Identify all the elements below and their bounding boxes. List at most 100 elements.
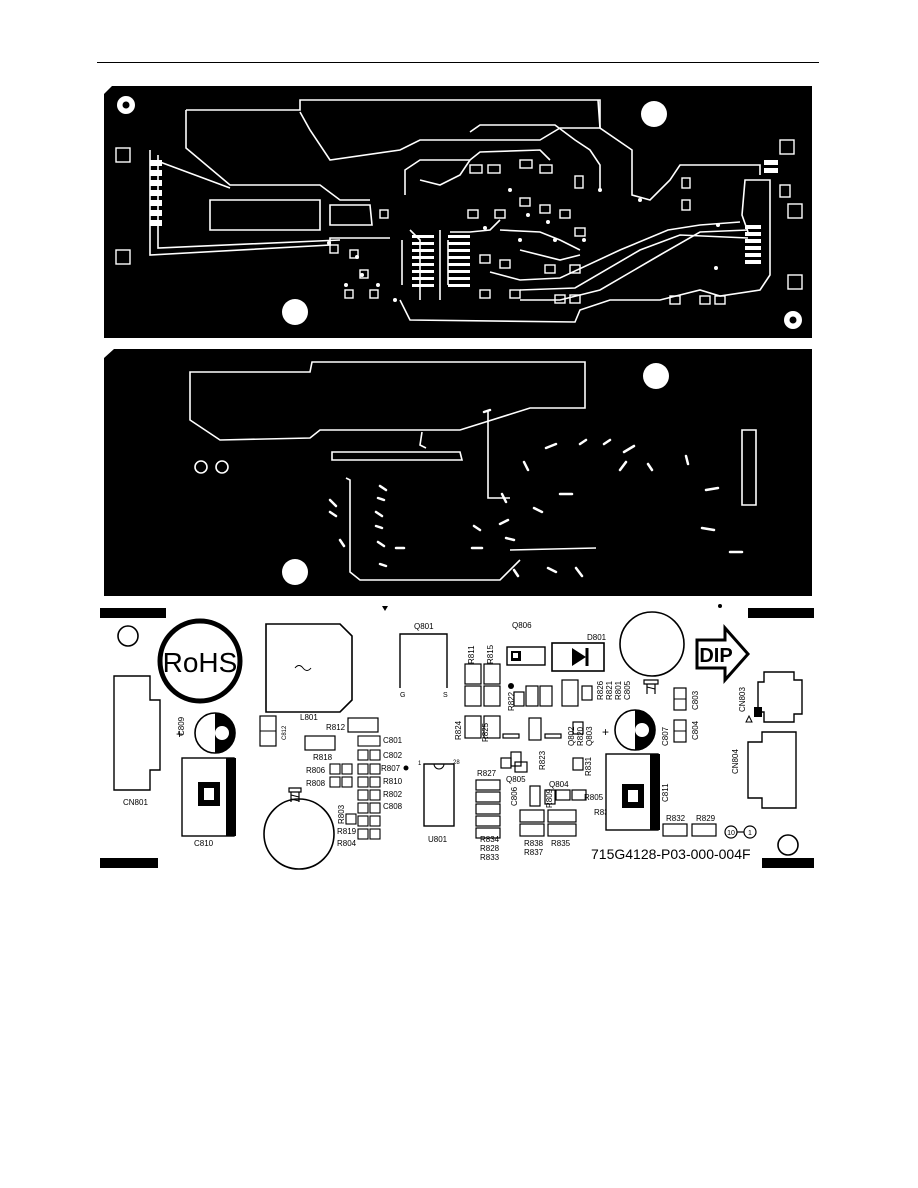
label-c801: C801 <box>383 736 403 745</box>
part-number: 715G4128-P03-000-004F <box>591 846 751 862</box>
dip-arrow-marker: DIP <box>695 624 751 684</box>
label-r809: R809 <box>545 788 554 808</box>
transistor-q801 <box>399 633 448 688</box>
label-u801: U801 <box>428 835 448 844</box>
label-r823: R823 <box>538 750 547 770</box>
label-c811: C811 <box>661 783 670 802</box>
label-r808: R808 <box>306 779 326 788</box>
label-q801-g: G <box>400 692 405 699</box>
label-q802: Q802 <box>567 726 576 746</box>
label-r837: R837 <box>524 848 544 857</box>
label-r827: R827 <box>477 769 497 778</box>
label-c803: C803 <box>691 690 700 710</box>
label-q801: Q801 <box>414 622 434 631</box>
label-r802: R802 <box>383 790 403 799</box>
label-cn801: CN801 <box>123 798 148 807</box>
board-corner-bar <box>748 608 814 618</box>
label-r815: R815 <box>486 644 495 664</box>
screw-icon <box>288 787 302 802</box>
inductor-l801 <box>265 623 353 713</box>
fiducial <box>643 363 669 389</box>
round-component-outline <box>619 611 685 677</box>
resistor-r815 <box>483 663 501 685</box>
label-r819: R819 <box>337 827 357 836</box>
mounting-hole-outline <box>777 834 799 856</box>
label-l801: L801 <box>300 713 318 722</box>
label-r834: R834 <box>480 835 500 844</box>
label-c804: C804 <box>691 720 700 740</box>
resistor-r829 <box>691 823 717 837</box>
label-d801: D801 <box>587 633 607 642</box>
capacitor-c811 <box>605 753 660 831</box>
label-q806: Q806 <box>512 621 532 630</box>
label-q804: Q804 <box>549 780 569 789</box>
page-header-rule <box>97 62 819 63</box>
resistor-r818 <box>304 735 336 751</box>
label-c805: C805 <box>623 680 632 700</box>
label-q805: Q805 <box>506 775 526 784</box>
mounting-hole-outline <box>117 625 139 647</box>
capacitor-c810 <box>181 757 236 837</box>
label-r824: R824 <box>454 720 463 740</box>
label-r833: R833 <box>480 853 500 862</box>
label-cn803: CN803 <box>738 687 747 712</box>
label-r806: R806 <box>306 766 326 775</box>
label-r822: R822 <box>507 691 516 711</box>
rohs-logo: RoHS <box>157 618 243 704</box>
capacitor-c807 <box>614 709 656 751</box>
connector-cn801 <box>113 675 161 791</box>
label-c810: C810 <box>194 839 214 848</box>
label-q801-s: S <box>443 692 448 699</box>
label-r804: R804 <box>337 839 357 848</box>
label-r818: R818 <box>313 753 333 762</box>
round-component-outline <box>263 798 335 870</box>
label-r838: R838 <box>524 839 544 848</box>
fiducial <box>282 299 308 325</box>
plus-sign: + <box>602 725 609 739</box>
passive-array-middle <box>464 679 593 839</box>
label-c808: C808 <box>383 802 403 811</box>
label-c806: C806 <box>510 786 519 806</box>
label-c807: C807 <box>661 726 670 746</box>
revision-a: 10 <box>727 830 735 837</box>
board-corner-bar <box>100 858 158 868</box>
label-u801-pin28: 28 <box>453 760 460 766</box>
rohs-text: RoHS <box>163 647 238 678</box>
label-r821: R821 <box>605 680 614 700</box>
label-r810: R810 <box>383 777 403 786</box>
passive-array-left <box>329 735 381 840</box>
label-r826: R826 <box>596 680 605 700</box>
label-r820: R820 <box>576 726 585 746</box>
label-r836: R836 <box>594 808 614 817</box>
resistor-r812 <box>347 717 379 733</box>
label-r835: R835 <box>551 839 571 848</box>
label-cn804: CN804 <box>731 749 740 774</box>
connector-cn803 <box>757 671 803 723</box>
label-r801: R801 <box>614 680 623 700</box>
transistor-q806 <box>506 646 546 666</box>
label-q803: Q803 <box>585 726 594 746</box>
board-corner-bar <box>762 858 814 868</box>
label-c812: C812 <box>282 725 288 740</box>
diode-d801 <box>551 642 605 672</box>
label-r829: R829 <box>696 814 716 823</box>
label-c802: C802 <box>383 751 403 760</box>
label-r805: R805 <box>584 793 604 802</box>
revision-b: 1 <box>748 830 752 837</box>
ic-u801 <box>423 763 455 827</box>
connector-cn804 <box>747 731 797 809</box>
fiducial <box>641 101 667 127</box>
dip-text: DIP <box>699 645 732 667</box>
resistor-r811 <box>464 663 482 685</box>
label-u801-pin1: 1 <box>418 761 422 767</box>
label-r825: R825 <box>481 722 490 742</box>
capacitor-c809 <box>194 712 236 754</box>
label-r807: R807 <box>381 764 401 773</box>
plus-sign: + <box>176 727 183 741</box>
label-r828: R828 <box>480 844 500 853</box>
label-c809: C809 <box>177 716 186 736</box>
label-r811: R811 <box>467 645 476 664</box>
